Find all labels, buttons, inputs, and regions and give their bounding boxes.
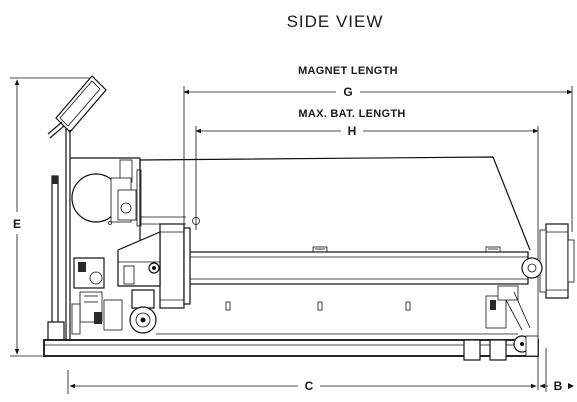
- right-mechanism: [485, 285, 531, 331]
- magnet-length-label: MAGNET LENGTH: [298, 65, 398, 77]
- dimension-g: MAGNET LENGTH G: [183, 65, 573, 252]
- dimension-h-label: H: [348, 124, 357, 138]
- control-pendant: [47, 75, 107, 345]
- left-post: [47, 175, 65, 343]
- base-chassis: [43, 335, 539, 361]
- dimension-c: C: [67, 370, 537, 394]
- dimension-g-label: G: [343, 85, 352, 99]
- chassis-marks: [156, 301, 518, 335]
- machine-drawing: [43, 75, 575, 361]
- left-mechanism: [71, 231, 161, 335]
- view-title: SIDE VIEW: [287, 12, 384, 31]
- dimension-c-label: C: [305, 379, 314, 393]
- rear-flange: [521, 223, 575, 299]
- motor-housing: [71, 173, 137, 225]
- dimension-e-label: E: [13, 217, 21, 231]
- front-flange: [159, 223, 191, 309]
- front-wheel: [129, 289, 157, 334]
- magnet-cylinder: [185, 246, 529, 285]
- dimension-b: B: [539, 348, 574, 393]
- max-bat-length-label: MAX. BAT. LENGTH: [298, 108, 405, 120]
- dimension-b-label: B: [554, 379, 563, 393]
